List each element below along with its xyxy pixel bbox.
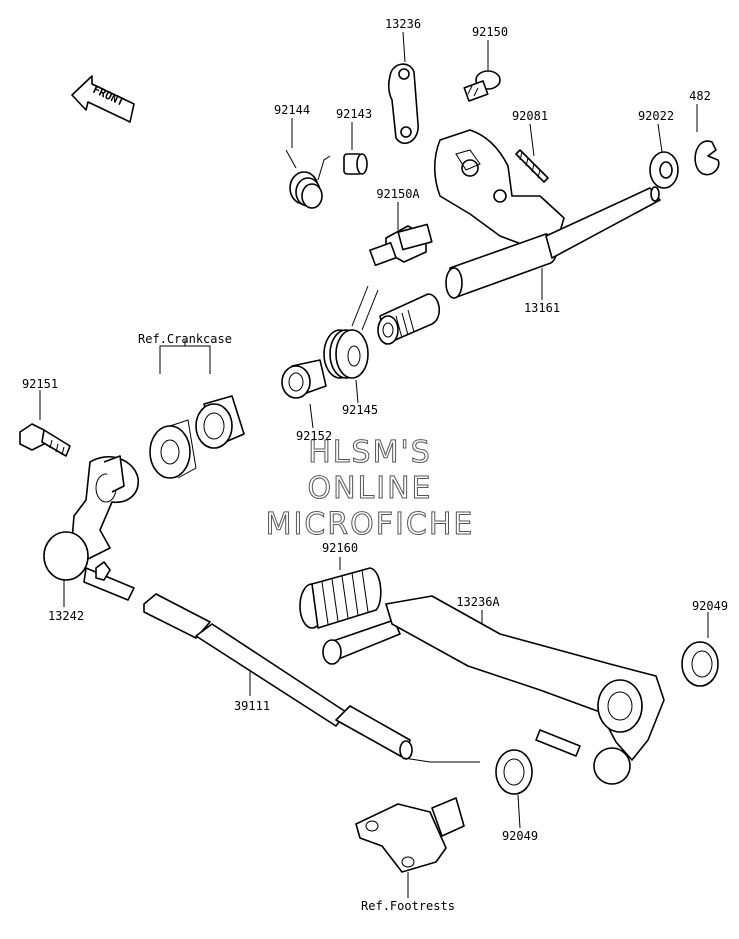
- label-92151: 92151: [22, 377, 58, 391]
- label-92145: 92145: [342, 403, 378, 417]
- part-footrest-bracket: [355, 797, 465, 873]
- label-ref-footrests: Ref.Footrests: [361, 899, 455, 913]
- part-92145-spring: [323, 285, 379, 379]
- label-13236a: 13236A: [456, 595, 500, 609]
- part-crankcase-bearing: [149, 395, 245, 479]
- part-13236a-pedal: [322, 595, 665, 785]
- watermark-line-2: ONLINE: [307, 471, 432, 506]
- label-13236: 13236: [385, 17, 421, 31]
- part-92160-spring: [299, 567, 382, 629]
- label-92081: 92081: [512, 109, 548, 123]
- label-482: 482: [689, 89, 711, 103]
- watermark-line-1: HLSM'S: [308, 435, 432, 470]
- part-92151-bolt: [19, 423, 71, 457]
- part-92049-seal-lower: [495, 749, 533, 795]
- label-92152: 92152: [296, 429, 332, 443]
- part-92022-washer: [649, 151, 679, 189]
- part-482-circlip: [694, 140, 720, 176]
- part-92144-spring: [285, 149, 331, 209]
- label-92150a: 92150A: [376, 187, 420, 201]
- label-92160: 92160: [322, 541, 358, 555]
- part-92049-seal-upper: [681, 641, 719, 687]
- label-ref-crankcase: Ref.Crankcase: [138, 332, 232, 346]
- watermark: HLSM'S ONLINE MICROFICHE: [265, 435, 475, 543]
- label-92049-lower: 92049: [502, 829, 538, 843]
- part-92150a-bolt: [369, 223, 433, 267]
- part-splined-collar: [377, 293, 440, 345]
- label-13242: 13242: [48, 609, 84, 623]
- part-92143-collar: [343, 153, 368, 175]
- front-arrow-icon: FRONT: [71, 75, 135, 123]
- label-92022: 92022: [638, 109, 674, 123]
- label-92144: 92144: [274, 103, 310, 117]
- part-labels: 13236 92150 92144 92143 92081 92022 482 …: [22, 17, 728, 913]
- label-92049-upper: 92049: [692, 599, 728, 613]
- leader-lines: [39, 31, 709, 898]
- part-39111-shift-rod: [143, 593, 480, 763]
- label-39111: 39111: [234, 699, 270, 713]
- watermark-line-3: MICROFICHE: [266, 507, 475, 542]
- label-92150: 92150: [472, 25, 508, 39]
- part-13236-lever-plate: [387, 63, 419, 144]
- part-92150-bolt: [463, 70, 501, 102]
- part-13242-lever: [43, 455, 139, 601]
- part-13161-shift-shaft: [433, 129, 661, 299]
- label-13161: 13161: [524, 301, 560, 315]
- part-92152-collar: [281, 359, 327, 399]
- label-92143: 92143: [336, 107, 372, 121]
- part-92081-spring: [515, 149, 549, 183]
